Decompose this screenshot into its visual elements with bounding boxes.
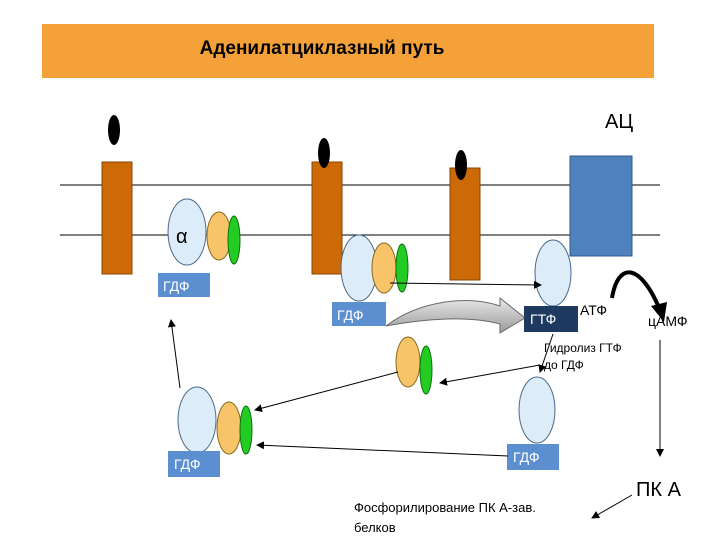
adenylate-cyclase — [569, 155, 633, 257]
hydrolysis-label-line1: Гидролиз ГТФ — [544, 341, 622, 355]
pka-label: ПК А — [636, 479, 682, 501]
ac-label: АЦ — [605, 111, 633, 133]
gdp-label-1: ГДФ — [163, 278, 189, 294]
gtp-box — [524, 306, 578, 332]
reassembly-arrow-1 — [254, 371, 399, 413]
alpha-subunit-1 — [167, 198, 207, 266]
alpha-label: α — [176, 226, 188, 248]
release-arrow — [439, 364, 541, 386]
transition-arrow — [385, 296, 526, 334]
hydrolysis-label-line2: до ГДФ — [544, 358, 584, 372]
receptor-2 — [311, 161, 343, 275]
activation-arrow — [389, 280, 542, 289]
receptor-3 — [449, 167, 481, 281]
gdp-box-2 — [332, 302, 386, 326]
gdp-label-3: ГДФ — [513, 449, 539, 465]
atp-to-camp-arrowhead — [651, 302, 667, 322]
hydrolysis-arrow — [538, 333, 554, 373]
gdp-label-2: ГДФ — [337, 307, 363, 323]
diagram-title: Аденилатциклазный путь — [199, 38, 445, 59]
gtp-label: ГТФ — [530, 311, 556, 327]
alpha-subunit-4 — [177, 386, 217, 454]
atp-to-camp-arrow — [610, 270, 662, 311]
gamma-subunit-2 — [395, 243, 409, 293]
ligand-3 — [455, 150, 467, 180]
gdp-box-3 — [507, 444, 559, 470]
gamma-subunit-1 — [227, 215, 241, 265]
receptor-1 — [101, 161, 133, 275]
title-banner: Аденилатциклазный путь — [42, 24, 654, 78]
alpha-subunit-active — [534, 239, 572, 307]
gdp-box-1 — [158, 273, 210, 297]
alpha-subunit-gdp — [518, 376, 556, 444]
ligand-2 — [318, 138, 330, 168]
ligand-1 — [108, 115, 120, 145]
beta-subunit-free — [395, 336, 421, 388]
atp-label: АТФ — [580, 302, 607, 318]
beta-subunit-2 — [371, 242, 397, 294]
beta-subunit-4 — [216, 401, 242, 455]
gdp-label-4: ГДФ — [174, 456, 200, 472]
reassembly-arrow-2 — [256, 441, 509, 457]
gamma-subunit-4 — [239, 405, 253, 455]
gamma-subunit-free — [419, 345, 433, 395]
camp-label: цАМФ — [648, 313, 688, 329]
pka-to-phospho-arrow — [591, 494, 633, 519]
beta-subunit-1 — [206, 211, 232, 261]
gdp-box-4 — [168, 451, 220, 477]
phosphorylation-label-line2: белков — [354, 520, 396, 535]
phosphorylation-label-line1: Фосфорилирование ПК А-зав. — [354, 500, 536, 515]
recycle-arrow — [167, 319, 181, 389]
